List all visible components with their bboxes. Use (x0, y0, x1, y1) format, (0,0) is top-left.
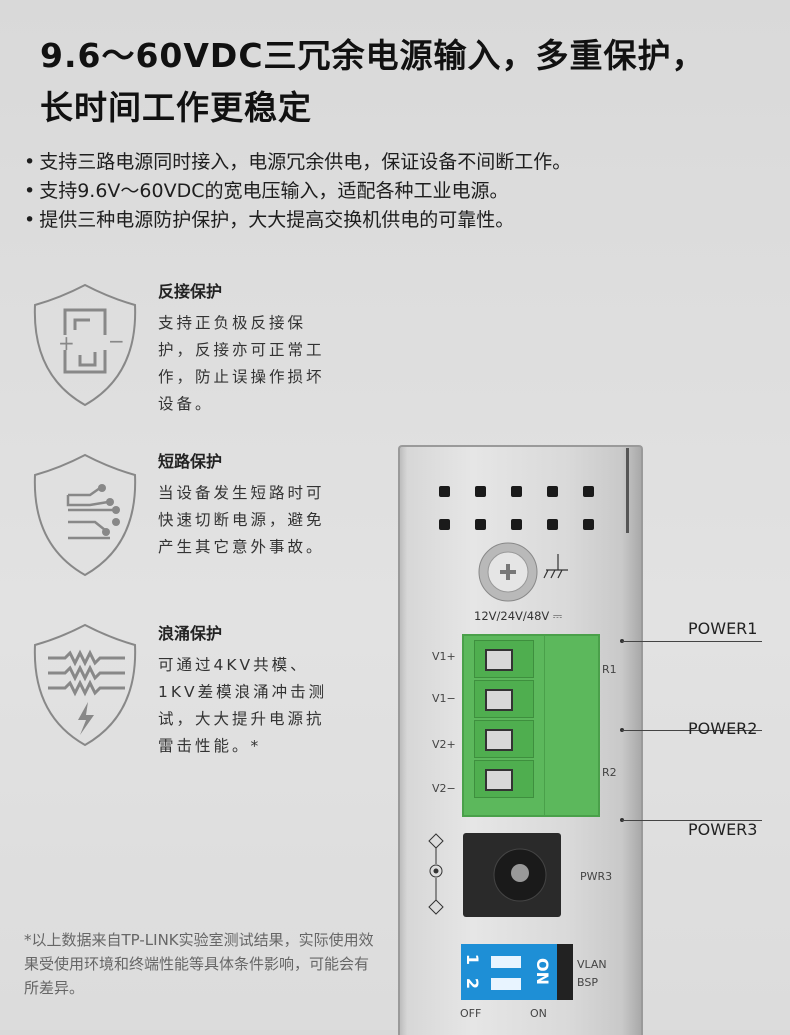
dip-on-label: ON (530, 1007, 547, 1020)
terminal-block (462, 634, 600, 817)
bullet-item: 支持三路电源同时接入，电源冗余供电，保证设备不间断工作。 (24, 148, 571, 177)
dip-function-label: VLAN (577, 958, 607, 971)
dip-switch[interactable]: 1 2 ON (461, 944, 557, 1000)
svg-text:−: − (108, 329, 125, 353)
callout-line (622, 730, 762, 731)
voltage-label: 12V/24V/48V ⎓ (474, 609, 563, 623)
dip-number: 1 (463, 953, 483, 966)
dip-off-label: OFF (460, 1007, 482, 1020)
headline-line1: 9.6～60VDC三冗余电源输入，多重保护， (40, 36, 706, 75)
reverse-connection-shield-icon: +− (33, 283, 137, 407)
relay-label: R1 (602, 663, 617, 676)
dip-number: 2 (463, 977, 483, 990)
bullet-item: 支持9.6V～60VDC的宽电压输入，适配各种工业电源。 (24, 177, 571, 206)
callout-line (622, 820, 762, 821)
feature-desc: 支持正负极反接保护，反接亦可正常工作，防止误操作损坏设备。 (158, 314, 325, 413)
dip-function-label: BSP (577, 976, 598, 989)
dip-toggle-2[interactable] (491, 978, 521, 990)
terminal-label: V1− (432, 692, 456, 705)
terminal-label: V1+ (432, 650, 456, 663)
headline-line2: 长时间工作更稳定 (40, 88, 312, 127)
circuit-shield-icon (33, 453, 137, 577)
bullet-list: 支持三路电源同时接入，电源冗余供电，保证设备不间断工作。 支持9.6V～60VD… (24, 148, 571, 235)
callout-power3: POWER3 (688, 820, 758, 839)
terminal-label: V2+ (432, 738, 456, 751)
surge-shield-icon (33, 623, 137, 747)
feature-reverse-protection: 反接保护 支持正负极反接保护，反接亦可正常工作，防止误操作损坏设备。 (158, 278, 333, 418)
bullet-item: 提供三种电源防护保护，大大提高交换机供电的可靠性。 (24, 206, 571, 235)
relay-label: R2 (602, 766, 617, 779)
callout-power2: POWER2 (688, 719, 758, 738)
feature-desc: 当设备发生短路时可快速切断电源，避免产生其它意外事故。 (158, 484, 325, 556)
headline: 9.6～60VDC三冗余电源输入，多重保护， 长时间工作更稳定 (40, 30, 706, 134)
callout-power1: POWER1 (688, 619, 758, 638)
feature-title: 反接保护 (158, 282, 223, 301)
svg-text:+: + (58, 331, 75, 355)
footnote: *以上数据来自TP-LINK实验室测试结果，实际使用效果受使用环境和终端性能等具… (24, 931, 374, 997)
dip-cover (557, 944, 573, 1000)
panel-edge (626, 448, 629, 533)
feature-surge-protection: 浪涌保护 可通过4KV共模、1KV差模浪涌冲击测试，大大提升电源抗雷击性能。* (158, 620, 333, 760)
feature-desc: 可通过4KV共模、1KV差模浪涌冲击测试，大大提升电源抗雷击性能。* (158, 656, 328, 755)
feature-title: 浪涌保护 (158, 624, 223, 643)
dc-jack (428, 833, 561, 917)
callout-line (622, 641, 762, 642)
feature-short-circuit-protection: 短路保护 当设备发生短路时可快速切断电源，避免产生其它意外事故。 (158, 448, 333, 561)
ground-screw-icon (478, 542, 568, 602)
dip-toggle-1[interactable] (491, 956, 521, 968)
feature-title: 短路保护 (158, 452, 223, 471)
pwr3-label: PWR3 (580, 870, 613, 883)
terminal-label: V2− (432, 782, 456, 795)
dip-on-mark: ON (533, 958, 552, 985)
